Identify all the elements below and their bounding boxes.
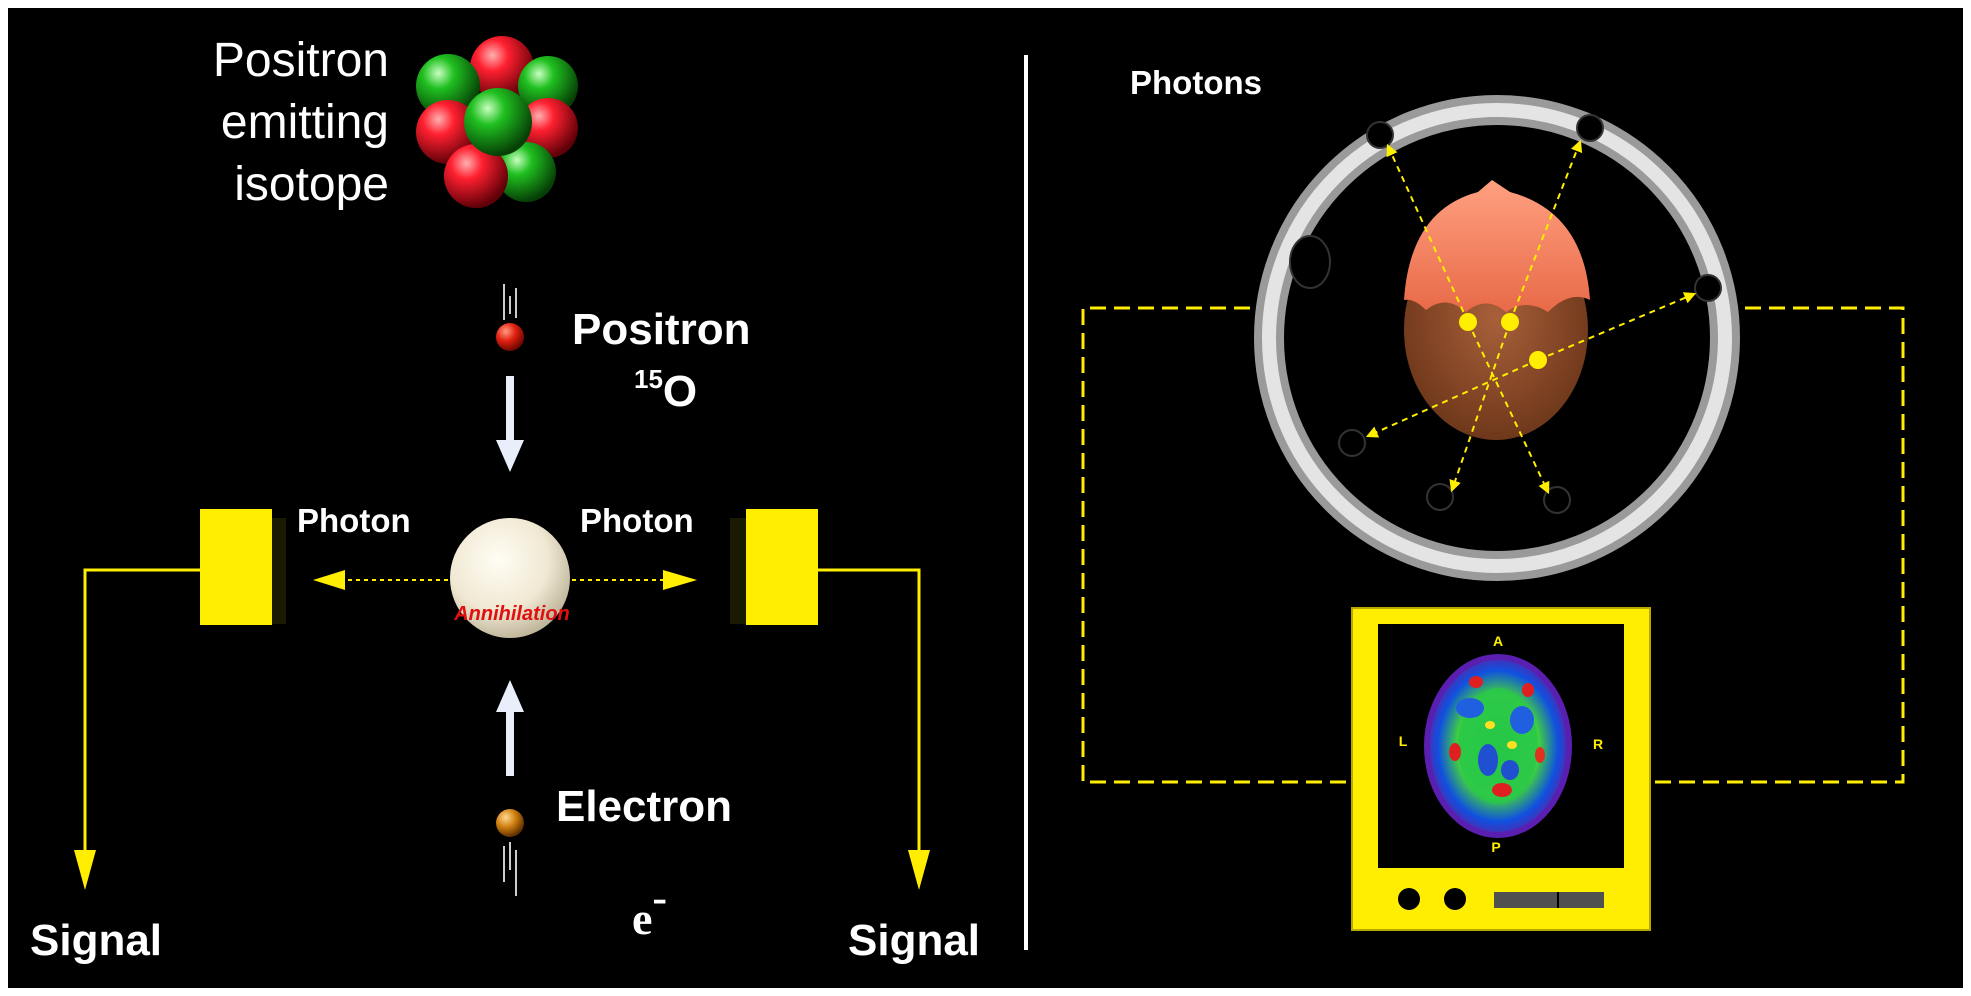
isotope-label-line-1: Positron xyxy=(212,34,389,87)
electron-particle xyxy=(496,809,524,837)
positron-motion-lines xyxy=(503,284,517,320)
annihilation-label: Annihilation xyxy=(453,603,570,625)
brain-scan-icon xyxy=(1424,654,1572,838)
oxygen-15-label: 15O xyxy=(634,364,697,417)
signal-wire-right xyxy=(818,568,930,890)
electron-label: Electron xyxy=(556,782,733,831)
arrow-down-icon xyxy=(496,376,524,472)
arrow-up-icon xyxy=(496,680,524,776)
photon-arrow-left xyxy=(313,570,448,590)
isotope-label-line-2: emitting xyxy=(220,96,389,149)
signal-right-label: Signal xyxy=(848,916,981,965)
isotope-label: Positron emitting isotope xyxy=(213,30,389,216)
photons-label: Photons xyxy=(1130,64,1262,101)
circuit-loop xyxy=(1081,306,1905,784)
oxygen-mass-number: 15 xyxy=(634,364,663,394)
detector-left-icon xyxy=(200,509,286,625)
positron-label: Positron xyxy=(572,305,751,354)
monitor-label-left: L xyxy=(1399,733,1408,749)
photon-right-label: Photon xyxy=(580,502,694,539)
monitor-label-top: A xyxy=(1493,633,1503,649)
ring-detector-dots xyxy=(1289,114,1722,514)
annihilation-sphere xyxy=(450,518,570,638)
detector-right-icon xyxy=(730,509,818,625)
electron-symbol: e- xyxy=(632,872,667,945)
photon-left-label: Photon xyxy=(297,502,411,539)
monitor-label-bottom: P xyxy=(1491,839,1500,855)
oxygen-symbol: O xyxy=(662,367,698,416)
electron-charge: - xyxy=(652,873,668,922)
signal-wire-left xyxy=(74,568,200,890)
signal-left-label: Signal xyxy=(30,916,163,965)
electron-symbol-letter: e xyxy=(632,893,653,944)
positron-particle xyxy=(496,323,524,351)
electron-motion-lines xyxy=(503,842,517,896)
photon-arrow-right xyxy=(572,570,697,590)
photon-paths xyxy=(1365,139,1697,495)
monitor-label-right: R xyxy=(1593,736,1603,752)
nucleus-cluster-icon xyxy=(416,36,578,208)
isotope-label-line-3: isotope xyxy=(234,158,389,211)
head-icon xyxy=(1404,180,1590,440)
